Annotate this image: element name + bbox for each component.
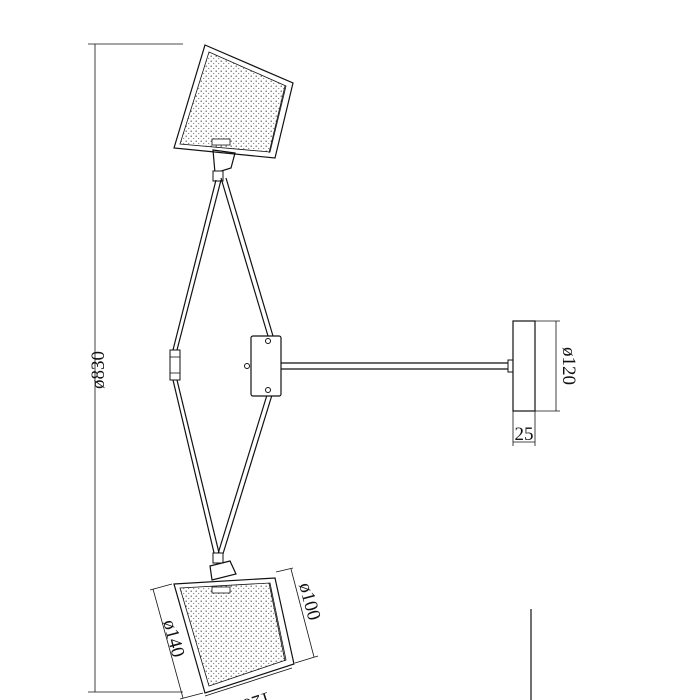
total-height-label: ø830 <box>88 351 109 389</box>
swing-arms <box>169 177 274 558</box>
canopy-depth-label: 25 <box>515 424 534 445</box>
shade-height-label: 120 <box>240 687 274 700</box>
lower-shade <box>173 552 295 694</box>
canopy-diameter-label: ø120 <box>558 347 579 385</box>
upper-shade <box>173 44 294 182</box>
shade-top-diameter-label: ø100 <box>294 581 324 623</box>
central-joint <box>244 335 282 397</box>
shade-bottom-diameter-label: ø140 <box>158 618 188 660</box>
wall-rod <box>281 359 515 373</box>
middle-hinge <box>169 349 181 381</box>
wall-canopy: ø120 25 <box>512 320 579 446</box>
total-height-dimension: ø830 <box>88 43 183 693</box>
